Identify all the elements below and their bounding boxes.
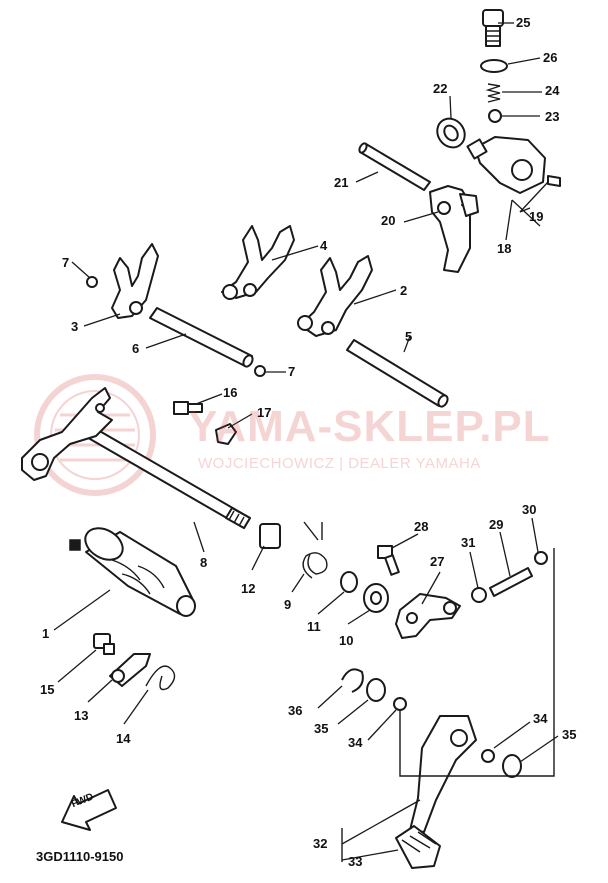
callout-14: 14	[116, 731, 131, 746]
diagram-code: 3GD1110-9150	[36, 849, 124, 864]
spring-14	[145, 665, 176, 691]
callout-35-right: 35	[562, 727, 577, 742]
leader-lines	[53, 22, 559, 861]
shift-arm-27	[395, 593, 461, 639]
callout-26: 26	[543, 50, 558, 65]
bolt-28	[377, 545, 400, 576]
callout-23: 23	[545, 109, 560, 124]
oil-seal-34-left	[393, 697, 407, 711]
plug-bolt-25	[482, 9, 504, 47]
washer-11	[340, 571, 358, 593]
lever-13	[109, 653, 151, 687]
callout-10: 10	[339, 633, 354, 648]
callout-20: 20	[381, 213, 396, 228]
gasket-26	[480, 59, 508, 73]
callout-31: 31	[461, 535, 476, 550]
callout-28: 28	[414, 519, 429, 534]
callout-16: 16	[223, 385, 238, 400]
bolt-16	[173, 401, 203, 415]
guide-bar-5	[346, 339, 449, 408]
watermark-subtitle: WOJCIECHOWICZ | DEALER YAMAHA	[198, 455, 481, 472]
callout-15: 15	[40, 682, 55, 697]
spring-9	[302, 521, 328, 579]
callout-17: 17	[257, 405, 272, 420]
callout-7-lower: 7	[288, 364, 296, 379]
callout-22: 22	[433, 81, 448, 96]
oil-seal-10	[363, 583, 389, 613]
pin-19	[547, 175, 561, 187]
guide-bar-6	[149, 307, 254, 368]
callout-25: 25	[516, 15, 531, 30]
nut-31	[471, 587, 487, 603]
shift-drum-1	[69, 527, 196, 617]
washer-35-left	[366, 678, 386, 702]
callout-9: 9	[284, 597, 292, 612]
fwd-arrow-icon	[61, 789, 117, 831]
callout-13: 13	[74, 708, 89, 723]
callout-5: 5	[405, 329, 413, 344]
washer-35-right	[502, 754, 522, 778]
circlip-36	[341, 668, 364, 693]
watermark-title: YAMA-SKLEP.PL	[188, 402, 551, 451]
callout-1: 1	[42, 626, 50, 641]
callout-24: 24	[545, 83, 560, 98]
bolt-15	[93, 633, 115, 655]
segment-17	[215, 423, 237, 445]
guide-bar-21	[358, 142, 431, 191]
callout-3: 3	[71, 319, 79, 334]
shift-arm-18	[466, 136, 546, 194]
callout-6: 6	[132, 341, 140, 356]
shift-fork-4	[221, 225, 295, 300]
callout-19: 19	[529, 209, 544, 224]
callout-36: 36	[288, 703, 303, 718]
circlip-7-lower	[254, 365, 266, 377]
callout-34-left: 34	[348, 735, 363, 750]
oil-seal-22	[436, 117, 466, 149]
callout-29: 29	[489, 517, 504, 532]
shift-fork-2	[297, 255, 373, 337]
callout-34-right: 34	[533, 711, 548, 726]
nut-30	[534, 551, 548, 565]
callout-2: 2	[400, 283, 408, 298]
shift-shaft-8	[21, 387, 251, 529]
ball-23	[488, 109, 502, 123]
callout-33: 33	[348, 854, 363, 869]
shift-fork-20	[429, 185, 479, 273]
assembly-bracket-32-33	[341, 548, 555, 862]
callout-11: 11	[307, 619, 321, 634]
shift-pedal-32	[409, 715, 477, 833]
callout-7-upper: 7	[62, 255, 70, 270]
adjusting-bolt-29	[489, 567, 533, 597]
callout-12: 12	[241, 581, 256, 596]
bearing-12	[259, 523, 281, 549]
shift-pedal-rubber-33	[395, 825, 441, 869]
callout-32: 32	[313, 836, 328, 851]
spring-24	[485, 83, 501, 103]
callout-35-left: 35	[314, 721, 329, 736]
callout-4: 4	[320, 238, 328, 253]
callout-21: 21	[334, 175, 349, 190]
callout-8: 8	[200, 555, 208, 570]
circlip-7-upper	[86, 276, 98, 288]
oil-seal-34-right	[481, 749, 495, 763]
callout-30: 30	[522, 502, 537, 517]
callout-27: 27	[430, 554, 445, 569]
shift-fork-3	[111, 243, 159, 319]
callout-18: 18	[497, 241, 512, 256]
